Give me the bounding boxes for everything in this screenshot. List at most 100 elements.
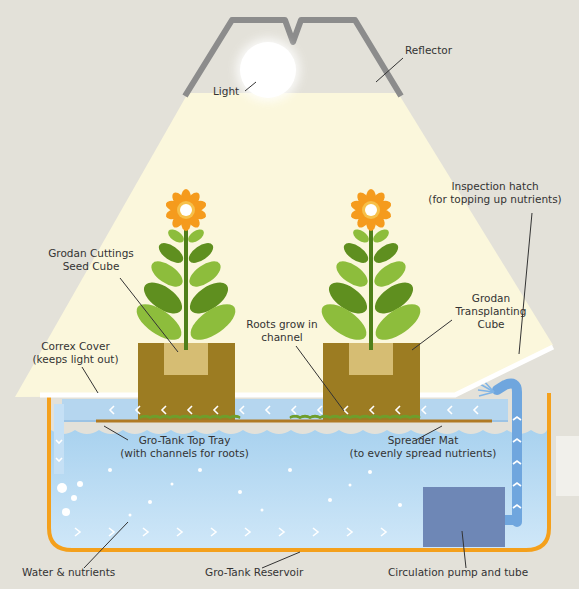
bubble (62, 508, 70, 516)
bubble (148, 500, 152, 504)
drawing-part (296, 346, 344, 411)
flow-arrow (513, 483, 521, 486)
leaf (185, 297, 241, 346)
flow-arrow (292, 406, 296, 414)
stem (369, 215, 373, 350)
bubble (349, 484, 352, 487)
flow-arrow (245, 528, 250, 536)
bubble (77, 481, 83, 487)
water (51, 430, 547, 548)
drawing-part (462, 531, 466, 568)
flow-arrow (109, 528, 114, 536)
callout-label: Roots grow in channel (232, 318, 332, 344)
flow-arrow (214, 406, 218, 414)
flow-arrow (513, 439, 521, 442)
flower-ring (177, 201, 195, 219)
drawing-part (104, 426, 128, 440)
bubble (57, 483, 67, 493)
pump-outlet (505, 515, 515, 525)
drawing-part (376, 58, 403, 82)
flow-arrow (266, 406, 270, 414)
leaf (316, 297, 372, 346)
flower-ring (362, 201, 380, 219)
flow-arrow (448, 406, 452, 414)
flow-arrow (279, 528, 284, 536)
light-bulb (240, 42, 296, 98)
callout-label: Gro-Tank Reservoir (205, 566, 335, 579)
drawing-part (479, 392, 494, 396)
flow-arrow (513, 461, 521, 464)
callout-label: Circulation pump and tube (388, 566, 558, 579)
pump (423, 487, 505, 547)
flow-arrow (513, 505, 521, 508)
root (290, 416, 420, 418)
light-glow (236, 38, 300, 102)
bubble (198, 468, 202, 472)
flow-arrow (162, 406, 166, 414)
flow-arrow (344, 406, 348, 414)
plants (131, 189, 426, 420)
flow-arrow (240, 406, 244, 414)
drawing-part (412, 320, 452, 350)
flow-arrow (474, 406, 478, 414)
flow-arrow (56, 458, 62, 461)
flow-arrow (422, 406, 426, 414)
leaf (131, 297, 187, 346)
callout-label: Light (213, 85, 253, 98)
edge-panel (556, 436, 579, 496)
bubble (261, 509, 264, 512)
overflow-flow (54, 404, 64, 474)
callout-label: Gro-Tank Top Tray (with channels for roo… (92, 434, 277, 460)
root (140, 416, 240, 419)
flow-arrow (211, 528, 216, 536)
drawing-part (120, 278, 178, 352)
bubble (368, 470, 372, 474)
flow-arrow (188, 406, 192, 414)
flow-arrow (110, 406, 114, 414)
flow-arrow (75, 528, 80, 536)
leaf (370, 297, 426, 346)
pump-tube (497, 384, 517, 522)
drawing-part (82, 367, 98, 393)
bubble (129, 514, 132, 517)
flow-arrow (370, 406, 374, 414)
plant (316, 189, 426, 420)
bubble (288, 468, 292, 472)
flower-center (365, 204, 377, 216)
flow-arrows (56, 406, 521, 536)
top-tray (62, 399, 508, 421)
callout-label: Reflector (405, 44, 495, 57)
root (290, 416, 420, 419)
tray-edge (62, 420, 508, 422)
plant (131, 189, 241, 420)
flow-arrow (143, 528, 148, 536)
drawing-part (519, 213, 532, 354)
leaf (371, 227, 391, 246)
flow-arrow (313, 528, 318, 536)
flow-arrow (177, 528, 182, 536)
drawing-part (84, 522, 128, 568)
grow-cube (323, 343, 420, 420)
bubble (108, 468, 112, 472)
light-cone (15, 93, 553, 397)
flow-arrow (347, 528, 352, 536)
grow-cube (138, 343, 235, 420)
root (140, 416, 240, 418)
bubble (171, 483, 174, 486)
flow-arrow (56, 440, 62, 443)
bubbles (57, 468, 402, 517)
flow-arrow (396, 406, 400, 414)
flower-center (180, 204, 192, 216)
leaf (186, 227, 206, 246)
bubble (238, 490, 242, 494)
leaf (166, 227, 186, 246)
bubble (328, 498, 332, 502)
flow-arrow (513, 417, 521, 420)
stem (184, 215, 188, 350)
drawing-part (262, 552, 300, 568)
root (140, 416, 240, 418)
root (290, 416, 420, 418)
callout-label: Grodan Transplanting Cube (445, 292, 537, 331)
flow-arrow (318, 406, 322, 414)
leaf (351, 227, 371, 246)
